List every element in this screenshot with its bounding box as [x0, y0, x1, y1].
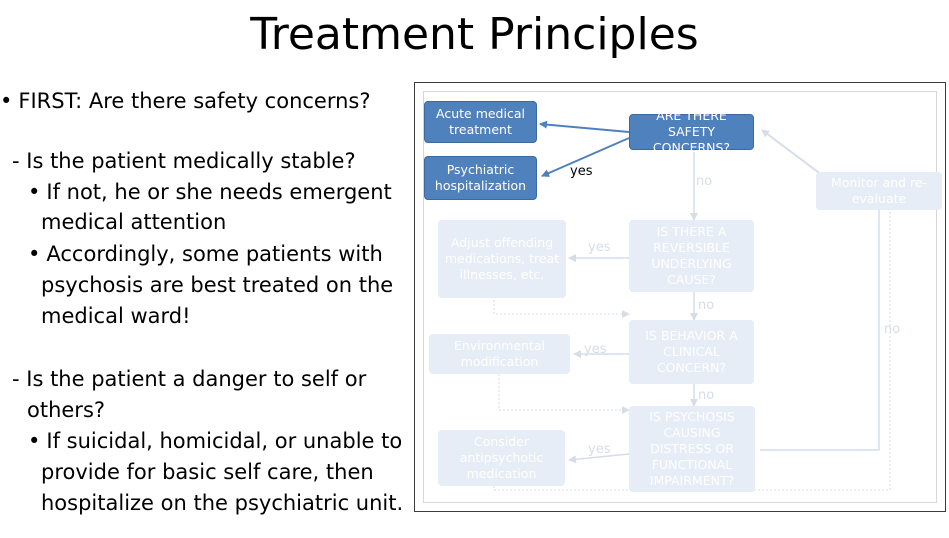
sub-bullet-danger: - Is the patient a danger to self or	[12, 367, 367, 391]
label-no-safety: no	[696, 174, 713, 189]
flowchart-canvas: Acute medical treatment Psychiatric hosp…	[423, 91, 942, 503]
connector-env-return	[498, 374, 630, 414]
flowchart-panel: Acute medical treatment Psychiatric hosp…	[414, 82, 946, 512]
label-yes-reversible: yes	[588, 240, 611, 255]
node-acute-medical-treatment: Acute medical treatment	[424, 101, 537, 143]
connector-psychosis-no	[760, 199, 883, 451]
bullet-accordingly-cont2: medical ward!	[41, 304, 191, 328]
node-psychiatric-hospitalization: Psychiatric hospitalization	[424, 156, 537, 200]
label-yes-psychosis: yes	[588, 442, 611, 457]
node-psychosis-distress: IS PSYCHOSIS CAUSING DISTRESS OR FUNCTIO…	[629, 406, 755, 492]
bullet-not-stable-cont: medical attention	[41, 210, 227, 234]
bullet-dot-icon: •	[28, 180, 41, 204]
label-no-psychosis: no	[884, 322, 901, 337]
bullet-suicidal-cont1: provide for basic self care, then	[41, 460, 374, 484]
node-environmental-modification: Environmental modification	[429, 334, 570, 374]
bullet-accordingly: •Accordingly, some patients with	[28, 242, 383, 266]
node-reversible-cause: IS THERE A REVERSIBLE UNDERLYING CAUSE?	[629, 220, 754, 292]
sub-bullet-danger-cont: others?	[27, 398, 106, 422]
node-safety-concerns: ARE THERE SAFETY CONCERNS?	[629, 108, 754, 155]
label-yes-psych: yes	[570, 164, 593, 179]
bullet-dot-icon: •	[0, 89, 13, 113]
node-monitor: Monitor and re-evaluate	[816, 172, 942, 210]
bullet-suicidal-cont2: hospitalize on the psychiatric unit.	[41, 491, 404, 515]
connector-safety-to-psych	[541, 137, 630, 177]
bullet-suicidal: •If suicidal, homicidal, or unable to	[28, 429, 403, 453]
bullet-first: •FIRST: Are there safety concerns?	[0, 89, 371, 113]
connector-adjust-return	[493, 292, 630, 318]
bullet-not-stable: •If not, he or she needs emergent	[28, 180, 392, 204]
node-behavior-concern: IS BEHAVIOR A CLINICAL CONCERN?	[629, 320, 754, 384]
connector-safety-to-acute	[539, 120, 630, 133]
node-consider-antipsychotic: Consider antipsychotic medication	[438, 430, 565, 486]
sub-bullet-stable: - Is the patient medically stable?	[12, 149, 356, 173]
slide-title: Treatment Principles	[250, 9, 699, 60]
connector-psychosis-yes	[568, 453, 630, 464]
bullet-dot-icon: •	[28, 429, 41, 453]
label-yes-behavior: yes	[584, 342, 607, 357]
label-no-behavior: no	[698, 388, 715, 403]
bullet-dot-icon: •	[28, 242, 41, 266]
node-adjust-medications: Adjust offending medications, treat illn…	[438, 220, 566, 298]
bullet-accordingly-cont1: psychosis are best treated on the	[41, 273, 394, 297]
label-no-reversible: no	[698, 298, 715, 313]
